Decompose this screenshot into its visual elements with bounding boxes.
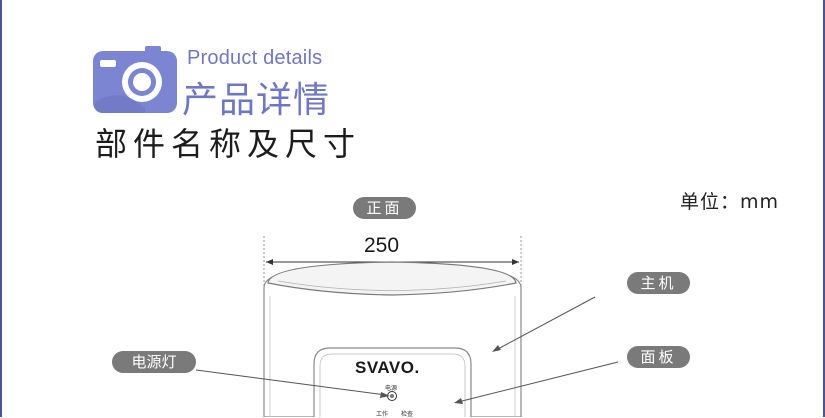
brand-logo: SVAVO. [355, 358, 420, 377]
callout-power-light: 电源灯 [112, 351, 196, 373]
front-view-label: 正面 [353, 197, 416, 219]
unit-label: 单位：mm [680, 191, 780, 213]
page-frame-right [823, 0, 825, 417]
panel-label-check: 检查 [401, 411, 414, 418]
section-title-english: Product details [187, 47, 323, 69]
camera-icon [93, 46, 177, 113]
section-title-chinese: 产品详情 [182, 80, 331, 121]
width-dimension-label: 250 [364, 234, 400, 257]
callout-panel: 面板 [627, 346, 690, 368]
panel-label-power: 电源 [385, 385, 398, 392]
page-frame-left [0, 0, 2, 417]
panel-label-work: 工作 [376, 411, 389, 418]
section-subtitle: 部件名称及尺寸 [95, 125, 362, 163]
callout-main-unit: 主机 [627, 272, 690, 294]
